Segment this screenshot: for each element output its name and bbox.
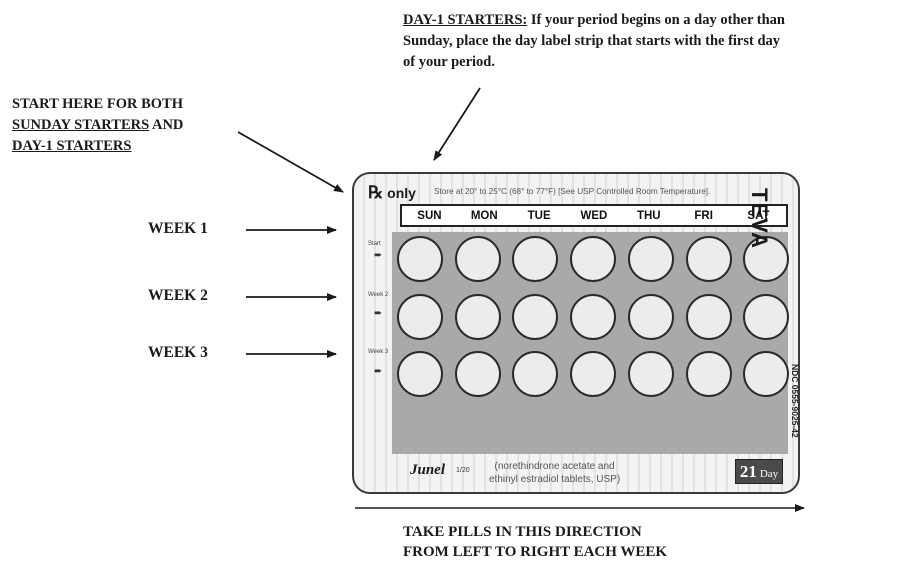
day-sat: SAT [747, 209, 770, 222]
row-arrow-icon: ➨ [374, 308, 383, 319]
day-fri: FRI [694, 209, 713, 222]
pill-week3-wed[interactable] [570, 351, 617, 397]
row-mark-week-3: Week 3 [368, 349, 389, 355]
week-3-label: WEEK 3 [148, 344, 208, 361]
row-mark-week-2: Week 2 [368, 292, 389, 298]
brand-logo: Junel [410, 462, 446, 478]
start-note-and: AND [149, 117, 184, 133]
start-here-note: START HERE FOR BOTH SUNDAY STARTERS AND … [12, 94, 252, 157]
pill-pack: ℞ only Store at 20° to 25°C (68° to 77°F… [352, 172, 800, 494]
start-note-day1: DAY-1 STARTERS [12, 138, 132, 154]
pill-week1-fri[interactable] [685, 236, 732, 282]
day1-starter-arrow [433, 87, 481, 161]
direction-note-line1: TAKE PILLS IN THIS DIRECTION [403, 524, 642, 540]
pill-week3-fri[interactable] [685, 351, 732, 397]
generic-name: (norethindrone acetate and ethinyl estra… [489, 460, 620, 486]
pill-week1-wed[interactable] [570, 236, 617, 282]
row-mark-start: Start [368, 241, 381, 247]
direction-note-line2: FROM LEFT TO RIGHT EACH WEEK [403, 544, 668, 560]
week-2-label: WEEK 2 [148, 287, 208, 304]
pill-week2-wed[interactable] [570, 293, 617, 340]
rx-only-text: only [383, 185, 416, 201]
pill-week2-thu[interactable] [627, 293, 674, 340]
row-arrow-icon: ➨ [374, 250, 383, 261]
pill-week2-fri[interactable] [685, 293, 732, 340]
pill-week3-sun[interactable] [397, 351, 443, 397]
row-arrow-icon: ➨ [374, 366, 383, 377]
pill-week2-mon[interactable] [454, 293, 501, 340]
pill-week3-thu[interactable] [627, 351, 674, 397]
pill-week1-sun[interactable] [397, 236, 443, 282]
pill-week3-mon[interactable] [454, 351, 501, 397]
day1-note-line1: If your period begins on a day other tha… [527, 12, 785, 28]
day-count-badge: 21 Day [735, 459, 783, 484]
day-thu: THU [636, 209, 661, 222]
brand-dose: 1/20 [456, 467, 470, 474]
pill-week2-sat[interactable] [743, 293, 790, 340]
rx-symbol: ℞ [368, 183, 384, 202]
direction-note: TAKE PILLS IN THIS DIRECTION FROM LEFT T… [403, 522, 667, 562]
pill-week1-tue[interactable] [512, 236, 559, 282]
pill-week1-sat[interactable] [743, 236, 790, 282]
start-here-arrow [237, 131, 344, 193]
pill-week2-tue[interactable] [512, 293, 559, 340]
ndc-code: NDC 0555-9025-42 [790, 364, 800, 438]
start-note-sunday: SUNDAY STARTERS [12, 117, 150, 133]
pill-week1-mon[interactable] [454, 236, 501, 282]
blister-area [392, 232, 790, 454]
day-count-number: 21 [739, 462, 757, 481]
pill-week3-tue[interactable] [512, 351, 559, 397]
day1-starters-note: DAY-1 STARTERS: If your period begins on… [403, 10, 873, 73]
day-mon: MON [470, 209, 498, 222]
pill-week3-sat[interactable] [743, 351, 790, 397]
generic-name-line2: ethinyl estradiol tablets, USP) [489, 474, 621, 485]
generic-name-line1: (norethindrone acetate and [494, 461, 615, 472]
rx-only-label: ℞ only [368, 183, 416, 203]
pill-week1-thu[interactable] [627, 236, 674, 282]
pill-week2-sun[interactable] [397, 293, 443, 340]
storage-instructions: Store at 20° to 25°C (68° to 77°F) [See … [434, 187, 711, 196]
week-1-label: WEEK 1 [148, 220, 208, 237]
day-count-label: Day [759, 468, 779, 480]
day1-note-heading: DAY-1 STARTERS: [403, 12, 528, 28]
day-tue: TUE [527, 209, 551, 222]
teva-logo: TEVA [747, 188, 772, 250]
day1-note-line3: of your period. [403, 54, 495, 70]
day-label-strip[interactable]: SUN MON TUE WED THU FRI SAT [400, 204, 788, 227]
day-wed: WED [580, 209, 608, 222]
start-note-line1: START HERE FOR BOTH [12, 96, 183, 112]
day-sun: SUN [417, 209, 442, 222]
day1-note-line2: Sunday, place the day label strip that s… [403, 33, 781, 49]
